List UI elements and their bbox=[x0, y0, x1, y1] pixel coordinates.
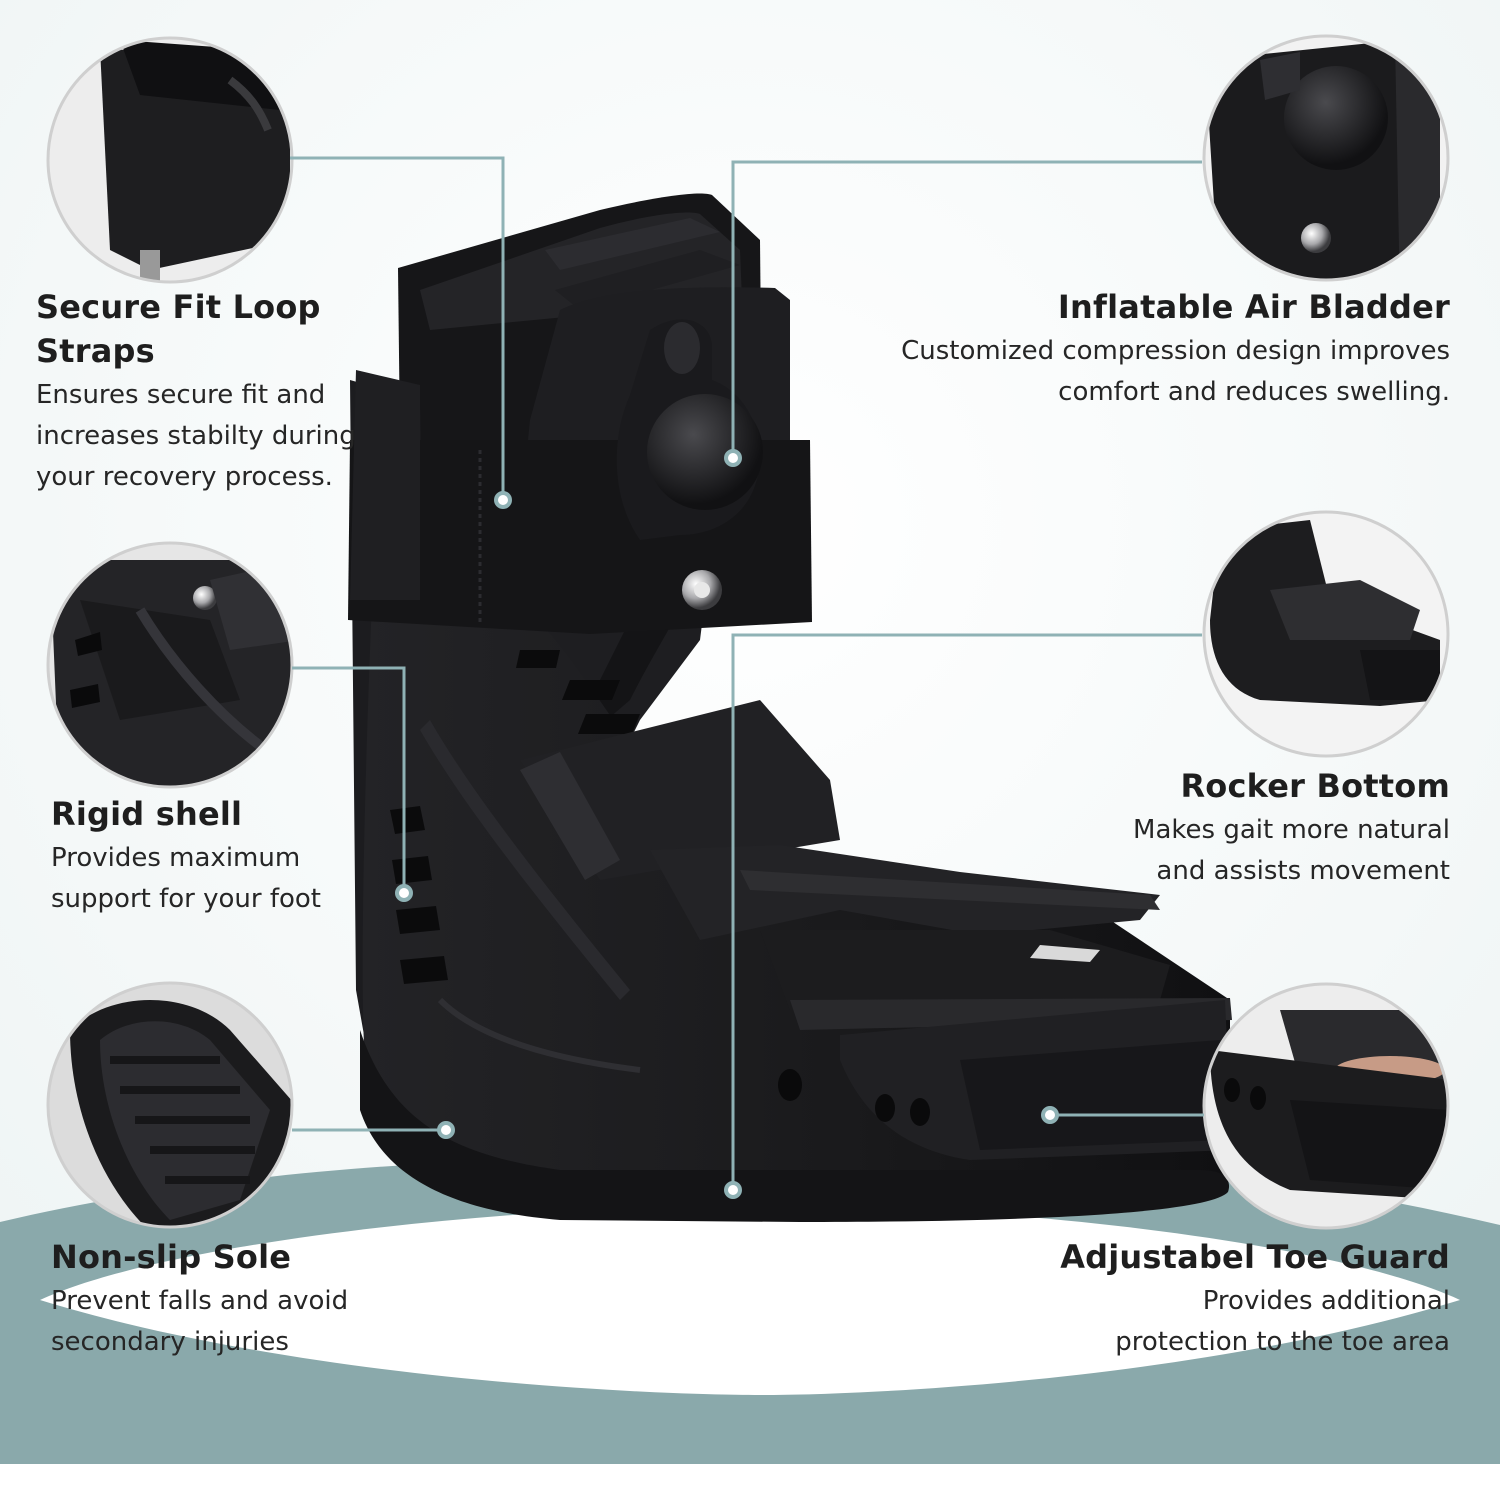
feature-description: Provides additional protection to the to… bbox=[1000, 1281, 1450, 1363]
light-oval bbox=[40, 1205, 1460, 1395]
pump-knob bbox=[647, 394, 763, 510]
feature-adjustable-toe-guard: Adjustabel Toe Guard Provides additional… bbox=[1000, 1235, 1450, 1363]
feature-title-line: Non-slip Sole bbox=[51, 1238, 292, 1276]
feature-inflatable-air-bladder: Inflatable Air Bladder Customized compre… bbox=[870, 285, 1450, 413]
bottom-white-strip bbox=[0, 1464, 1500, 1500]
feature-non-slip-sole: Non-slip Sole Prevent falls and avoid se… bbox=[51, 1235, 411, 1363]
detail-non-slip-sole bbox=[46, 981, 294, 1229]
feature-rocker-bottom: Rocker Bottom Makes gait more natural an… bbox=[1050, 764, 1450, 892]
feature-title: Adjustabel Toe Guard bbox=[1000, 1235, 1450, 1279]
outsole bbox=[360, 1030, 1230, 1222]
feature-desc-line: increases stabilty during bbox=[36, 421, 356, 451]
feature-description: Provides maximum support for your foot bbox=[51, 838, 391, 920]
feature-desc-line: protection to the toe area bbox=[1115, 1327, 1450, 1357]
feature-desc-line: support for your foot bbox=[51, 884, 321, 914]
feature-title-line: Rigid shell bbox=[51, 795, 243, 833]
feature-rigid-shell: Rigid shell Provides maximum support for… bbox=[51, 792, 391, 920]
feature-desc-line: comfort and reduces swelling. bbox=[1058, 377, 1450, 407]
feature-desc-line: and assists movement bbox=[1156, 856, 1450, 886]
feature-title-line: Secure Fit Loop bbox=[36, 288, 321, 326]
feature-title-line: Rocker Bottom bbox=[1180, 767, 1450, 805]
feature-title: Rocker Bottom bbox=[1050, 764, 1450, 808]
feature-title-line: Straps bbox=[36, 332, 155, 370]
feature-description: Customized compression design improves c… bbox=[870, 331, 1450, 413]
feature-desc-line: Ensures secure fit and bbox=[36, 380, 326, 410]
feature-desc-line: Customized compression design improves bbox=[901, 336, 1450, 366]
feature-desc-line: your recovery process. bbox=[36, 462, 333, 492]
detail-air-bladder bbox=[1202, 34, 1450, 282]
feature-desc-line: Provides additional bbox=[1202, 1286, 1450, 1316]
feature-desc-line: Makes gait more natural bbox=[1133, 815, 1450, 845]
callout-lines bbox=[290, 156, 1204, 1190]
callout-dots bbox=[395, 449, 1059, 1199]
feature-description: Prevent falls and avoid secondary injuri… bbox=[51, 1281, 411, 1363]
detail-rocker-bottom bbox=[1202, 510, 1450, 758]
detail-toe-guard bbox=[1202, 982, 1450, 1230]
feature-title-line: Adjustabel Toe Guard bbox=[1060, 1238, 1450, 1276]
feature-title: Inflatable Air Bladder bbox=[870, 285, 1450, 329]
feature-title: Secure Fit Loop Straps bbox=[36, 285, 396, 373]
feature-title: Rigid shell bbox=[51, 792, 391, 836]
feature-title-line: Inflatable Air Bladder bbox=[1057, 288, 1450, 326]
feature-description: Makes gait more natural and assists move… bbox=[1050, 810, 1450, 892]
walking-boot bbox=[348, 193, 1232, 1222]
feature-desc-line: Prevent falls and avoid bbox=[51, 1286, 349, 1316]
feature-description: Ensures secure fit and increases stabilt… bbox=[36, 375, 396, 498]
detail-rigid-shell bbox=[46, 541, 294, 789]
feature-title: Non-slip Sole bbox=[51, 1235, 411, 1279]
feature-desc-line: Provides maximum bbox=[51, 843, 301, 873]
feature-desc-line: secondary injuries bbox=[51, 1327, 289, 1357]
feature-secure-fit-loop-straps: Secure Fit Loop Straps Ensures secure fi… bbox=[36, 285, 396, 498]
